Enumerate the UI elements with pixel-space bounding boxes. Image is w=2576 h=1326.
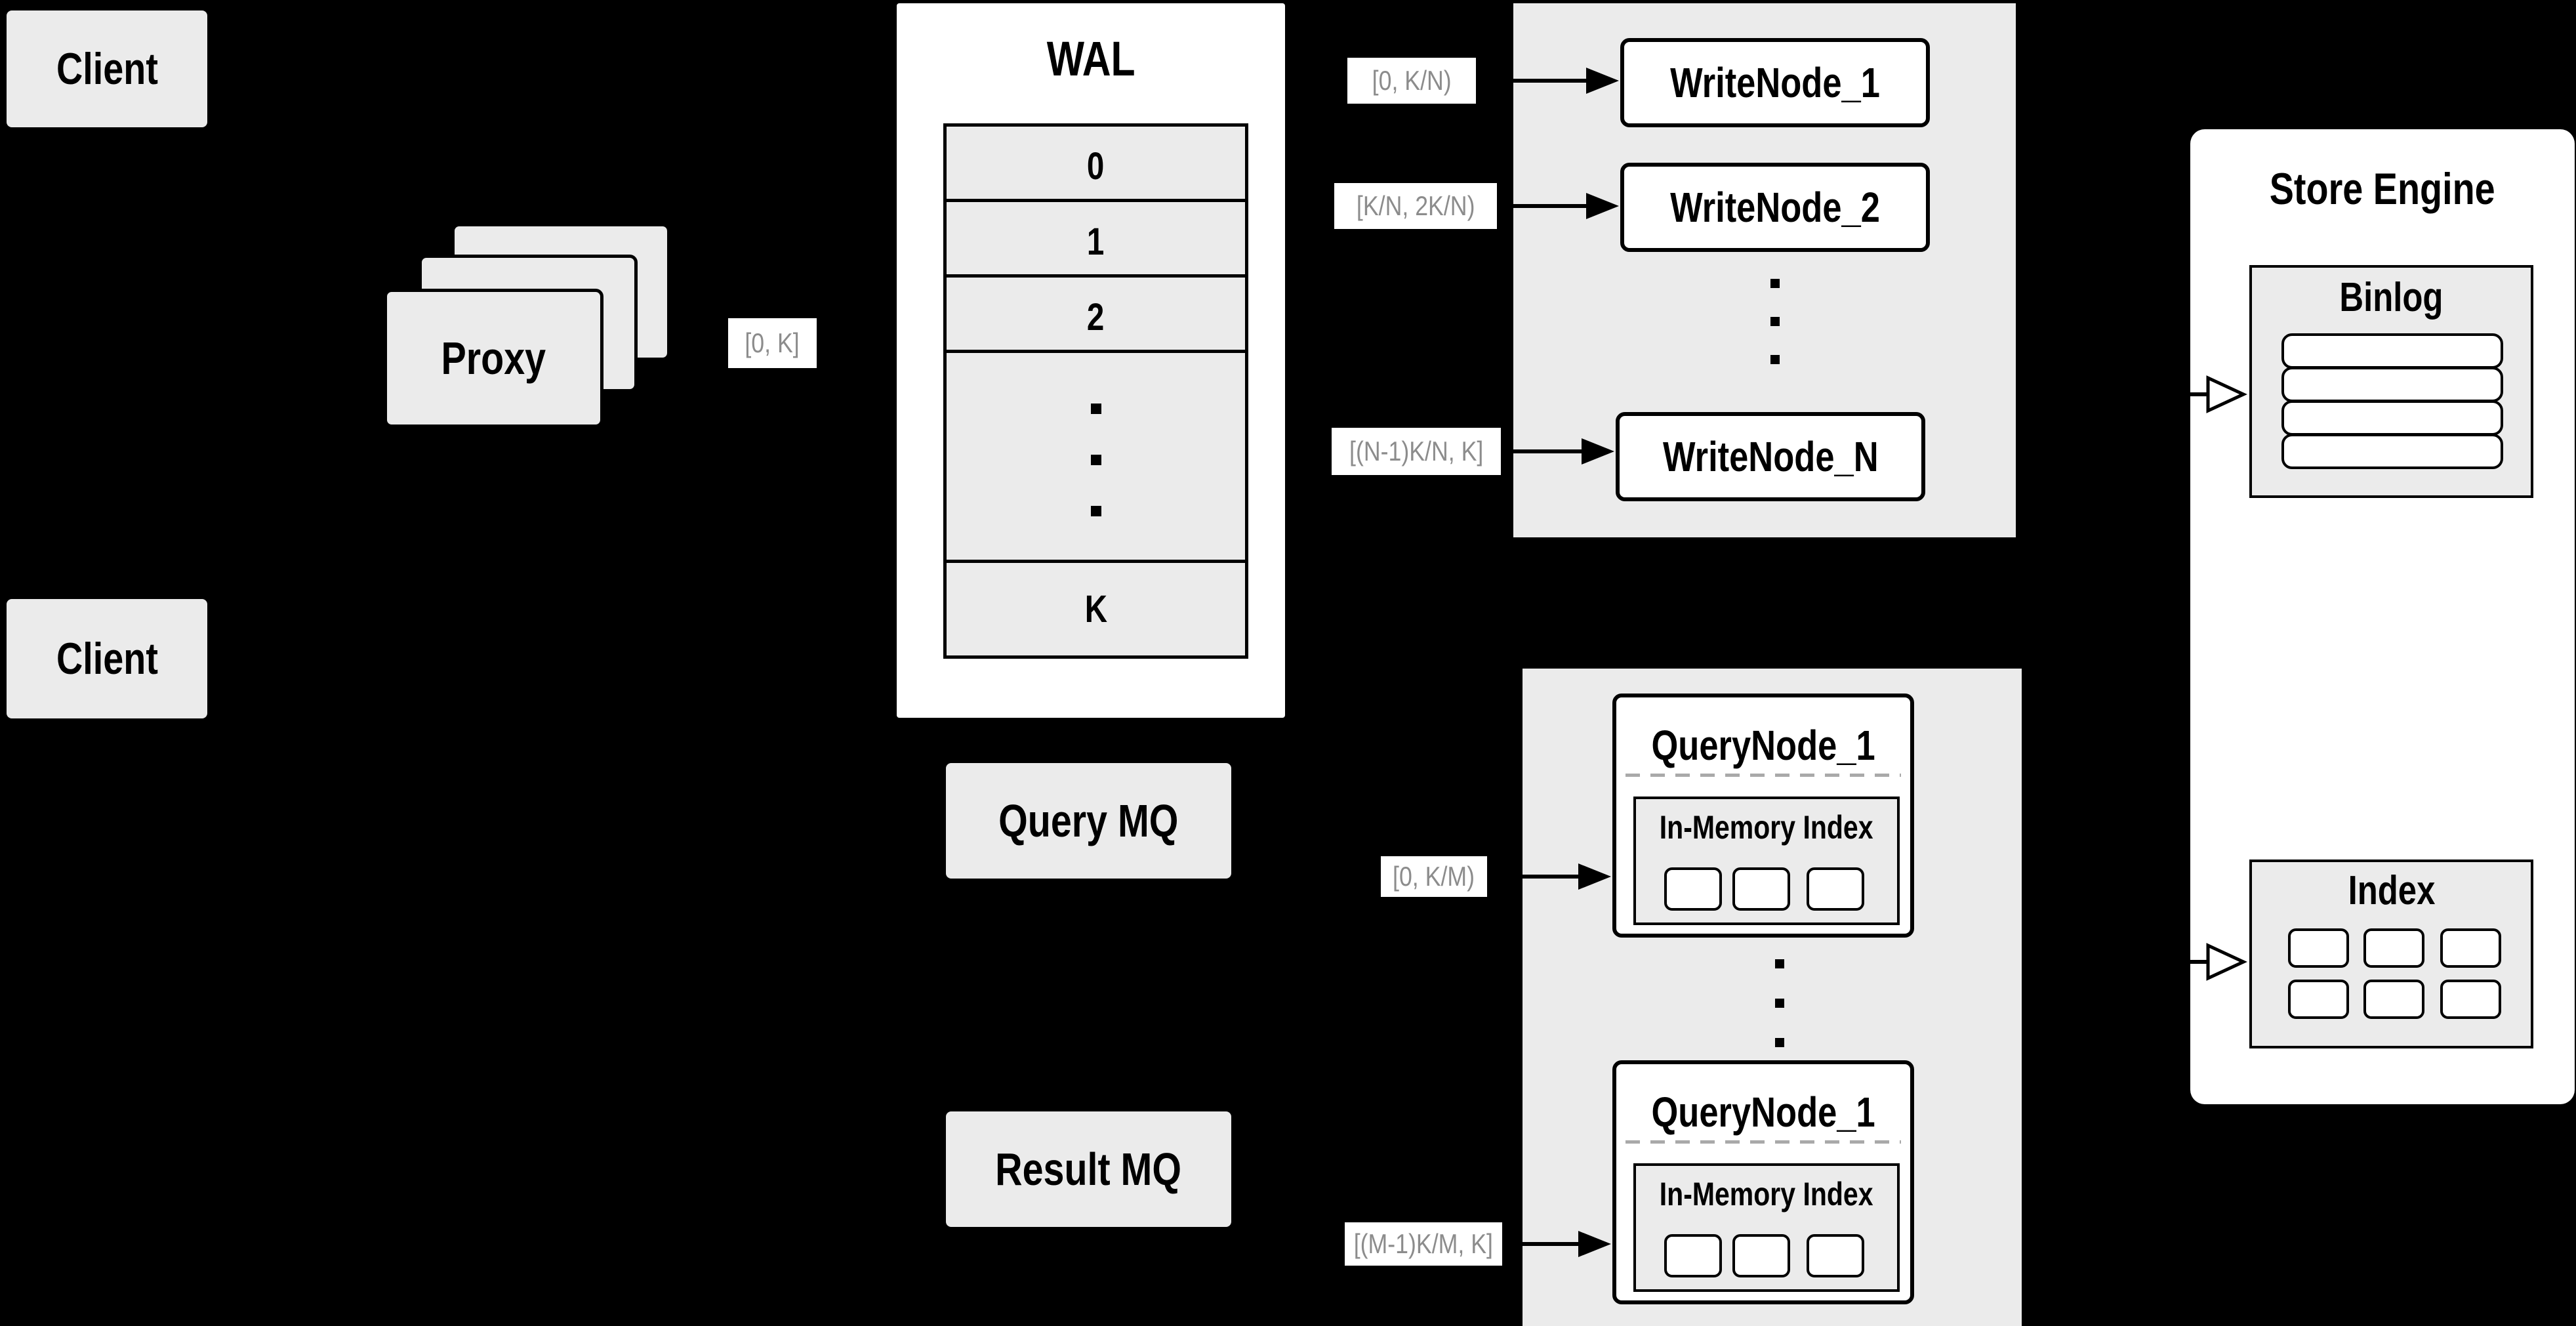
proxy-card-front: Proxy: [384, 289, 603, 428]
result-mq-box: Result MQ: [946, 1111, 1231, 1227]
segment-cell: [1807, 867, 1864, 911]
query-node-1-divider: [1625, 774, 1901, 777]
query-node-1-title: QueryNode_1: [1651, 722, 1875, 769]
index-cell: [2363, 980, 2424, 1019]
range-label-write-1: [0, K/N): [1347, 58, 1476, 104]
write-node-1-box: WriteNode_1: [1620, 38, 1930, 127]
index-cell: [2440, 980, 2501, 1019]
query-mq-label: Query MQ: [998, 795, 1179, 846]
write-node-n-label: WriteNode_N: [1662, 433, 1879, 480]
query-node-2-inner-title: In-Memory Index: [1660, 1176, 1873, 1212]
wal-row-ellipsis: [943, 350, 1248, 570]
range-label-query-2: [(M-1)K/M, K]: [1345, 1222, 1502, 1266]
query-node-2-inner-box: In-Memory Index: [1633, 1163, 1900, 1292]
segment-cell: [1664, 1234, 1722, 1277]
query-cluster-ellipsis-icon: [1775, 959, 1784, 1047]
store-engine-title: Store Engine: [2270, 164, 2495, 214]
wal-row-2: 2: [943, 274, 1248, 360]
query-mq-box: Query MQ: [946, 763, 1231, 879]
client-bottom-label: Client: [56, 634, 158, 684]
vertical-ellipsis-icon: [1090, 403, 1101, 516]
client-top-label: Client: [56, 44, 158, 94]
binlog-row: [2281, 367, 2503, 402]
client-bottom-box: Client: [7, 599, 207, 718]
range-label-write-n: [(N-1)K/N, K]: [1332, 428, 1501, 475]
wal-title: WAL: [1046, 31, 1135, 86]
write-node-2-label: WriteNode_2: [1670, 184, 1880, 231]
segment-cell: [1732, 1234, 1790, 1277]
result-mq-label: Result MQ: [995, 1144, 1182, 1195]
wal-row-k: K: [943, 560, 1248, 659]
query-node-1-inner-box: In-Memory Index: [1633, 797, 1900, 925]
client-top-box: Client: [7, 10, 207, 127]
query-node-1-box: QueryNode_1 In-Memory Index: [1612, 694, 1914, 938]
range-label-write-2: [K/N, 2K/N): [1334, 183, 1497, 229]
index-cell: [2363, 928, 2424, 968]
wal-row-0: 0: [943, 123, 1248, 209]
query-node-2-box: QueryNode_1 In-Memory Index: [1612, 1060, 1914, 1304]
range-label-query-1: [0, K/M): [1381, 856, 1487, 897]
query-node-2-divider: [1625, 1140, 1901, 1144]
proxy-label: Proxy: [441, 333, 546, 384]
write-cluster-ellipsis-icon: [1770, 279, 1780, 364]
segment-cell: [1807, 1234, 1864, 1277]
segment-cell: [1732, 867, 1790, 911]
store-engine-box: Store Engine Binlog Index: [2190, 129, 2575, 1104]
query-node-1-inner-title: In-Memory Index: [1660, 809, 1873, 846]
binlog-row: [2281, 400, 2503, 436]
write-node-1-label: WriteNode_1: [1670, 59, 1880, 106]
index-cell: [2288, 928, 2349, 968]
index-cell: [2288, 980, 2349, 1019]
binlog-row: [2281, 434, 2503, 469]
index-box: Index: [2249, 860, 2533, 1048]
write-node-2-box: WriteNode_2: [1620, 163, 1930, 252]
binlog-title: Binlog: [2339, 275, 2443, 320]
range-label-proxy-to-wal: [0, K]: [728, 318, 817, 368]
binlog-row: [2281, 333, 2503, 369]
wal-box: WAL 0 1 2 K: [897, 3, 1285, 718]
segment-cell: [1664, 867, 1722, 911]
query-node-2-title: QueryNode_1: [1651, 1088, 1875, 1136]
binlog-box: Binlog: [2249, 265, 2533, 498]
wal-row-1: 1: [943, 199, 1248, 284]
index-title: Index: [2348, 868, 2435, 913]
write-node-n-box: WriteNode_N: [1616, 412, 1925, 501]
index-cell: [2440, 928, 2501, 968]
